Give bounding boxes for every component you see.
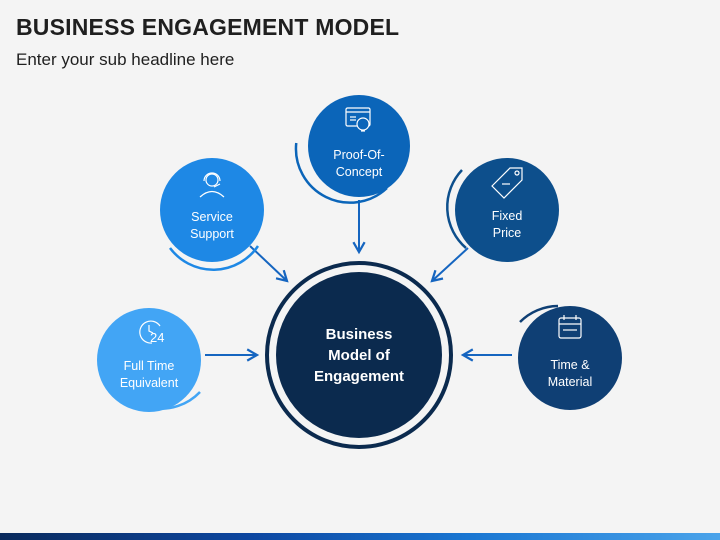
- center-label-line1: Business: [325, 326, 393, 343]
- lightbulb-window-icon: [345, 107, 371, 132]
- node-fixed-price: [445, 158, 559, 262]
- calendar-icon: [558, 315, 582, 339]
- page-subtitle: Enter your sub headline here: [16, 50, 235, 69]
- arrow-fixed-to-center: [430, 247, 469, 283]
- node-full-time-equivalent: 24: [97, 308, 201, 412]
- node-proof-of-concept: [294, 95, 410, 204]
- center-node: [265, 261, 453, 449]
- connector-arrows: [205, 200, 512, 362]
- node-label-fte-line2: Equivalent: [119, 376, 179, 390]
- node-label-fixed: Fixed Price: [457, 208, 557, 242]
- node-label-time-line1: Time &: [550, 358, 590, 372]
- center-node-label: Business Model of Engagement: [289, 324, 429, 387]
- price-tag-icon: [491, 167, 523, 199]
- node-label-service-line2: Support: [190, 227, 234, 241]
- footer-gradient-bar: [0, 533, 720, 540]
- node-label-service: Service Support: [162, 209, 262, 243]
- node-label-fixed-line2: Price: [492, 226, 522, 240]
- node-label-service-line1: Service: [191, 210, 233, 224]
- node-label-proof-line1: Proof-Of-: [333, 148, 385, 162]
- headset-agent-icon: [199, 172, 225, 198]
- node-service-support: [160, 158, 264, 271]
- node-label-proof-line2: Concept: [335, 165, 383, 179]
- node-label-fixed-line1: Fixed: [491, 209, 523, 223]
- center-label-line2: Model of: [328, 347, 390, 364]
- clock-24-icon: 24: [139, 320, 164, 345]
- center-label-line3: Engagement: [313, 368, 404, 385]
- node-label-time-line2: Material: [547, 375, 593, 389]
- page-title: BUSINESS ENGAGEMENT MODEL: [16, 14, 400, 40]
- svg-text:24: 24: [150, 330, 164, 345]
- node-time-material: [518, 304, 622, 410]
- node-label-fte-line1: Full Time: [123, 359, 175, 373]
- node-label-fte: Full Time Equivalent: [99, 358, 199, 392]
- node-label-time: Time & Material: [520, 357, 620, 391]
- node-label-proof: Proof-Of- Concept: [309, 147, 409, 181]
- arrow-service-to-center: [249, 245, 289, 283]
